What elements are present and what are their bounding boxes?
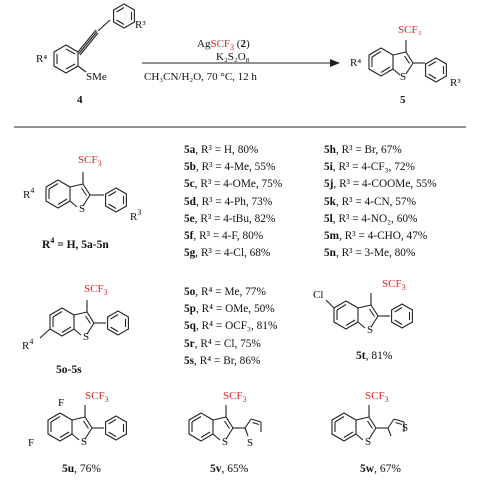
svg-text:SCF3: SCF3: [85, 390, 109, 404]
svg-text:SCF3: SCF3: [84, 283, 108, 297]
oxidant-text: K₂S₂O₈: [216, 51, 250, 63]
reactant-sme: SMe: [86, 71, 107, 83]
svg-text:S: S: [365, 436, 371, 448]
svg-text:S: S: [83, 331, 89, 343]
list-item: 5i, R³ = 4-CF₃, 72%: [324, 161, 415, 174]
reactant-label: 4: [77, 94, 83, 106]
compound-5u-f2: F: [28, 437, 34, 449]
list-item: 5p, R⁴ = OMe, 50%: [184, 303, 275, 316]
compound-5t-caption: 5t, 81%: [356, 350, 393, 362]
list-item: 5n, R³ = 3-Me, 80%: [324, 247, 416, 260]
reactant-r3: R³: [135, 19, 146, 31]
svg-text:SCF3: SCF3: [365, 390, 389, 404]
compound-5u-f1: F: [58, 397, 64, 409]
svg-text:S: S: [222, 436, 228, 448]
svg-text:S: S: [402, 422, 408, 434]
compound-5v-caption: 5v, 65%: [210, 463, 249, 475]
list-item: 5o, R⁴ = Me, 77%: [184, 286, 266, 298]
list-item: 5b, R³ = 4-Me, 55%: [184, 161, 276, 174]
reactant-r4: R⁴: [36, 53, 47, 65]
list-item: 5d, R³ = 4-Ph, 73%: [184, 195, 273, 208]
svg-text:R4: R4: [23, 186, 34, 201]
svg-text:R3: R3: [130, 208, 141, 223]
svg-text:S: S: [247, 437, 253, 449]
series-b-caption: 5o-5s: [56, 364, 82, 376]
reaction-arrow: [142, 59, 340, 67]
svg-text:S: S: [79, 203, 85, 215]
product-structure: SCF₃ R⁴ S R³ 5: [350, 24, 461, 106]
list-item: 5s, R⁴ = Br, 86%: [184, 354, 261, 367]
product-label: 5: [400, 94, 406, 106]
product-s: S: [400, 71, 406, 83]
series-b-structure: SCF3 R4 S: [22, 283, 129, 352]
list-item: 5r, R⁴ = Cl, 75%: [184, 337, 261, 350]
series-a-caption: R4 = H, 5a-5n: [42, 236, 109, 251]
list-item: 5f, R³ = 4-F, 80%: [184, 229, 264, 242]
list-item: 5h, R³ = Br, 67%: [324, 144, 402, 156]
svg-text:SCF3: SCF3: [78, 154, 102, 168]
compound-5w-caption: 5w, 67%: [360, 463, 401, 475]
compound-5t-structure: SCF3 Cl S: [313, 278, 413, 336]
svg-text:S: S: [367, 324, 373, 336]
list-item: 5g, R³ = 4-Cl, 68%: [184, 247, 271, 260]
list-item: 5e, R³ = 4-tBu, 82%: [184, 212, 276, 225]
list-item: 5q, R⁴ = OCF₃, 81%: [184, 320, 278, 333]
svg-text:SCF3: SCF3: [223, 390, 247, 404]
reactant-structure: R³ R⁴ SMe 4: [36, 3, 146, 106]
svg-text:R4: R4: [22, 337, 33, 352]
svg-text:SCF3: SCF3: [382, 278, 406, 292]
compound-5u-caption: 5u, 76%: [62, 463, 101, 475]
solvent-conditions-text: CH₃CN/H₂O, 70 °C, 12 h: [144, 71, 257, 83]
compound-5t-cl: Cl: [313, 289, 323, 301]
list-item: 5j, R³ = 4-COOMe, 55%: [324, 178, 437, 191]
compound-5u-structure: SCF3 F F S: [28, 390, 127, 449]
series-a-right-list: 5h, R³ = Br, 67% 5i, R³ = 4-CF₃, 72% 5j,…: [324, 142, 437, 262]
series-a-structure: SCF3 R4 S R3: [23, 154, 141, 223]
series-a-left-list: 5a, R³ = H, 80% 5b, R³ = 4-Me, 55% 5c, R…: [184, 142, 282, 262]
compound-5v-structure: SCF3 S S: [188, 390, 262, 449]
svg-text:S: S: [81, 436, 87, 448]
compound-5w-structure: SCF3 S S: [331, 390, 408, 448]
list-item: 5a, R³ = H, 80%: [184, 144, 259, 156]
product-r3: R³: [450, 77, 461, 89]
list-item: 5m, R³ = 4-CHO, 47%: [324, 229, 428, 242]
list-item: 5c, R³ = 4-OMe, 75%: [184, 178, 283, 191]
list-item: 5l, R³ = 4-NO₂, 60%: [324, 212, 418, 225]
list-item: 5k, R³ = 4-CN, 57%: [324, 195, 416, 208]
reagent-text: AgSCF3 (2): [197, 38, 250, 52]
series-b-list: 5o, R⁴ = Me, 77% 5p, R⁴ = OMe, 50% 5q, R…: [184, 284, 277, 370]
product-scf3: SCF₃: [398, 24, 422, 36]
product-r4: R⁴: [350, 57, 361, 69]
